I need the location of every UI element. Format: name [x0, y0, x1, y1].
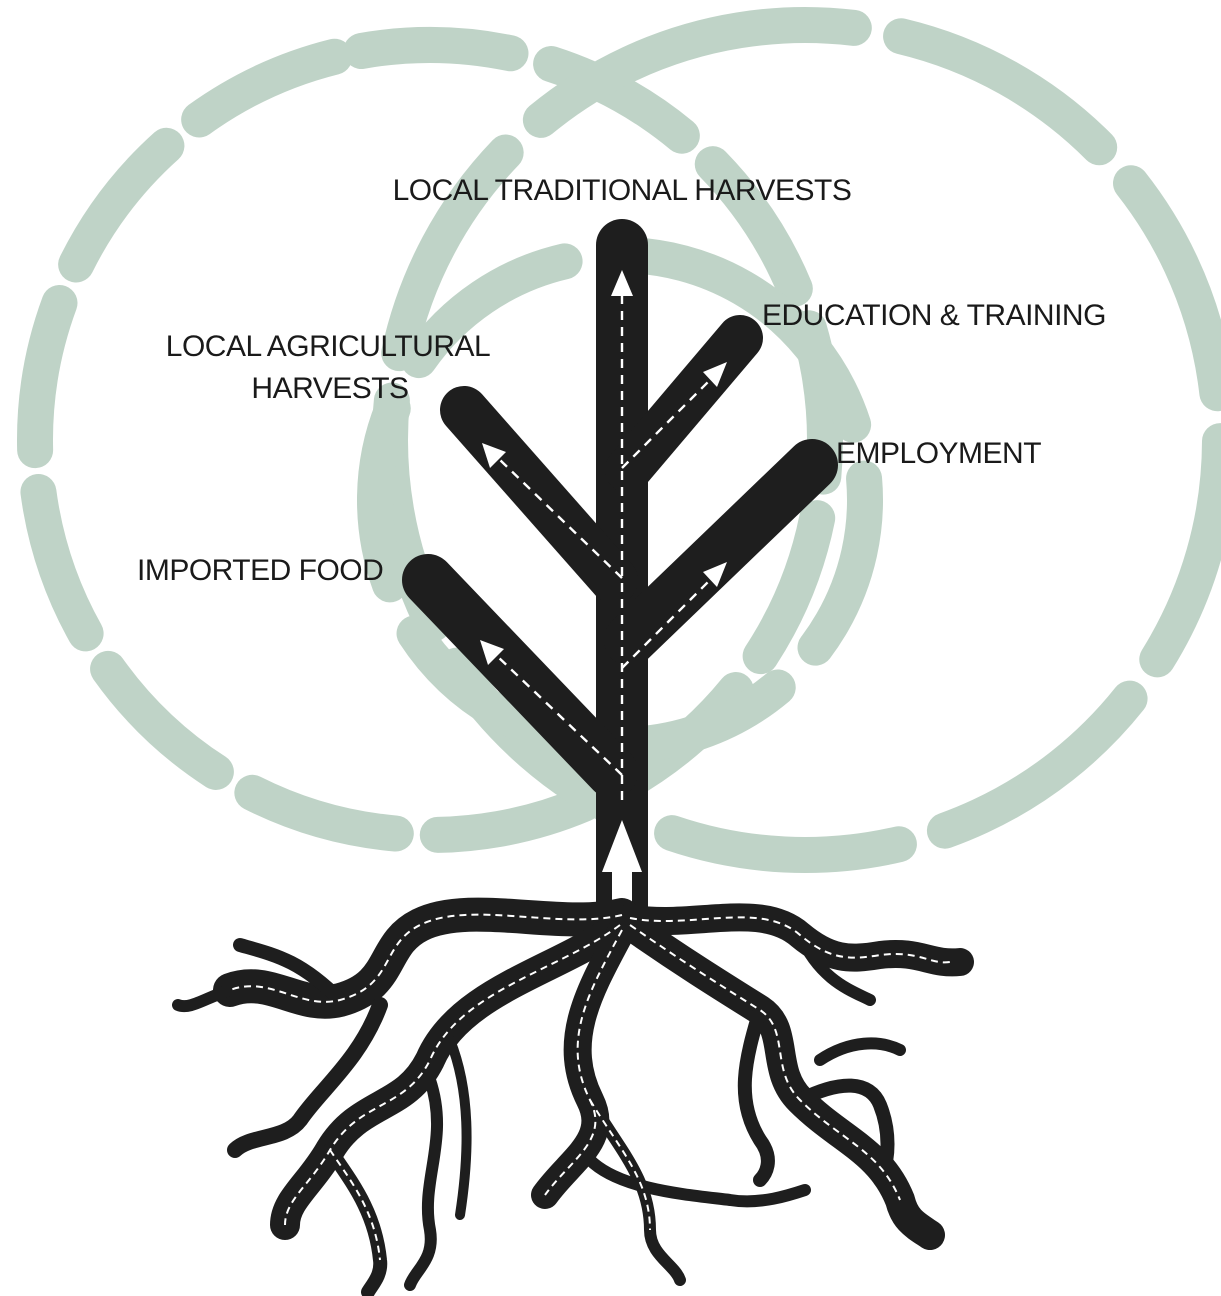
- dashed-road-arrow-icon: [480, 640, 504, 665]
- roots: [172, 897, 974, 1296]
- branch-employment: [604, 439, 838, 666]
- dashed-road-arrow-icon: [703, 362, 727, 387]
- up-arrow-icon: [611, 270, 633, 296]
- up-arrow-icon: [602, 820, 642, 912]
- branch-imported-food: [402, 554, 638, 798]
- label-education-training: EDUCATION & TRAINING: [762, 299, 1106, 332]
- branch-local-agricultural: [440, 386, 638, 604]
- branch-education: [605, 315, 763, 493]
- dashed-road-arrow-icon: [703, 562, 727, 587]
- labels: LOCAL TRADITIONAL HARVESTS EDUCATION & T…: [137, 174, 1106, 587]
- dashed-road-arrow-icon: [482, 443, 506, 468]
- label-local-agricultural-line2: HARVESTS: [251, 372, 408, 405]
- label-imported-food: IMPORTED FOOD: [137, 554, 383, 587]
- label-local-agricultural-line1: LOCAL AGRICULTURAL: [166, 330, 490, 363]
- inner-ring: [357, 237, 883, 763]
- road-markings: [480, 270, 727, 800]
- label-employment: EMPLOYMENT: [836, 437, 1041, 470]
- root-road-markings: [229, 913, 951, 1261]
- tree: [402, 219, 838, 941]
- left-ring: [17, 27, 843, 853]
- label-local-traditional-harvests: LOCAL TRADITIONAL HARVESTS: [393, 174, 852, 207]
